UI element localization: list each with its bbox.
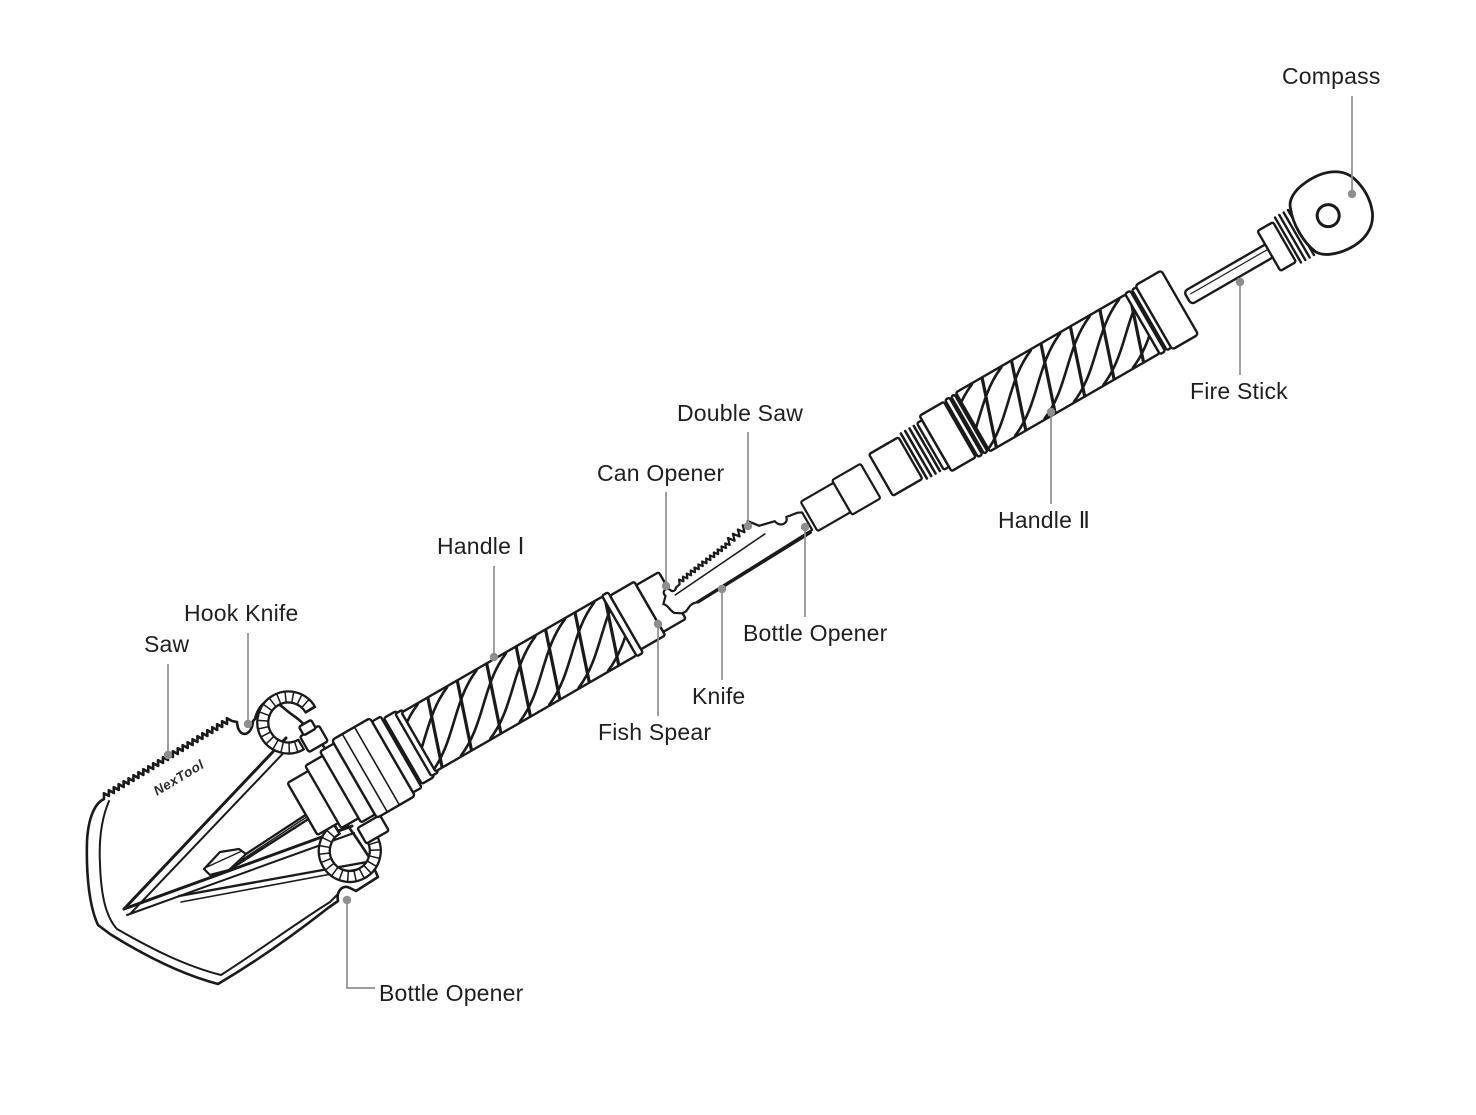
- fire-stick: [1184, 243, 1275, 305]
- label-can-opener: Can Opener: [597, 460, 725, 486]
- lower-ridge: [122, 824, 354, 911]
- tool-assembly: [256, 170, 1374, 884]
- label-double-saw: Double Saw: [677, 400, 804, 426]
- label-compass: Compass: [1282, 63, 1381, 89]
- compass-cap: [1256, 170, 1374, 272]
- label-bottle-opener-middle: Bottle Opener: [743, 620, 888, 646]
- compass-hole: [1315, 203, 1341, 229]
- handle-2: [868, 270, 1199, 497]
- label-knife: Knife: [692, 683, 746, 709]
- label-bottle-opener-bottom: Bottle Opener: [379, 980, 524, 1006]
- label-fish-spear: Fish Spear: [598, 719, 712, 745]
- label-hook-knife: Hook Knife: [184, 600, 299, 626]
- handle-1: [383, 571, 687, 785]
- label-handle-2: Handle Ⅱ: [998, 507, 1091, 533]
- saw-knife-blade: [662, 463, 881, 615]
- leader-lines: [163, 96, 1357, 989]
- label-fire-stick: Fire Stick: [1190, 378, 1288, 404]
- label-handle-1: Handle Ⅰ: [437, 533, 525, 559]
- hinge-joint: [256, 690, 423, 884]
- upper-ridge: [122, 736, 288, 911]
- label-saw: Saw: [144, 631, 190, 657]
